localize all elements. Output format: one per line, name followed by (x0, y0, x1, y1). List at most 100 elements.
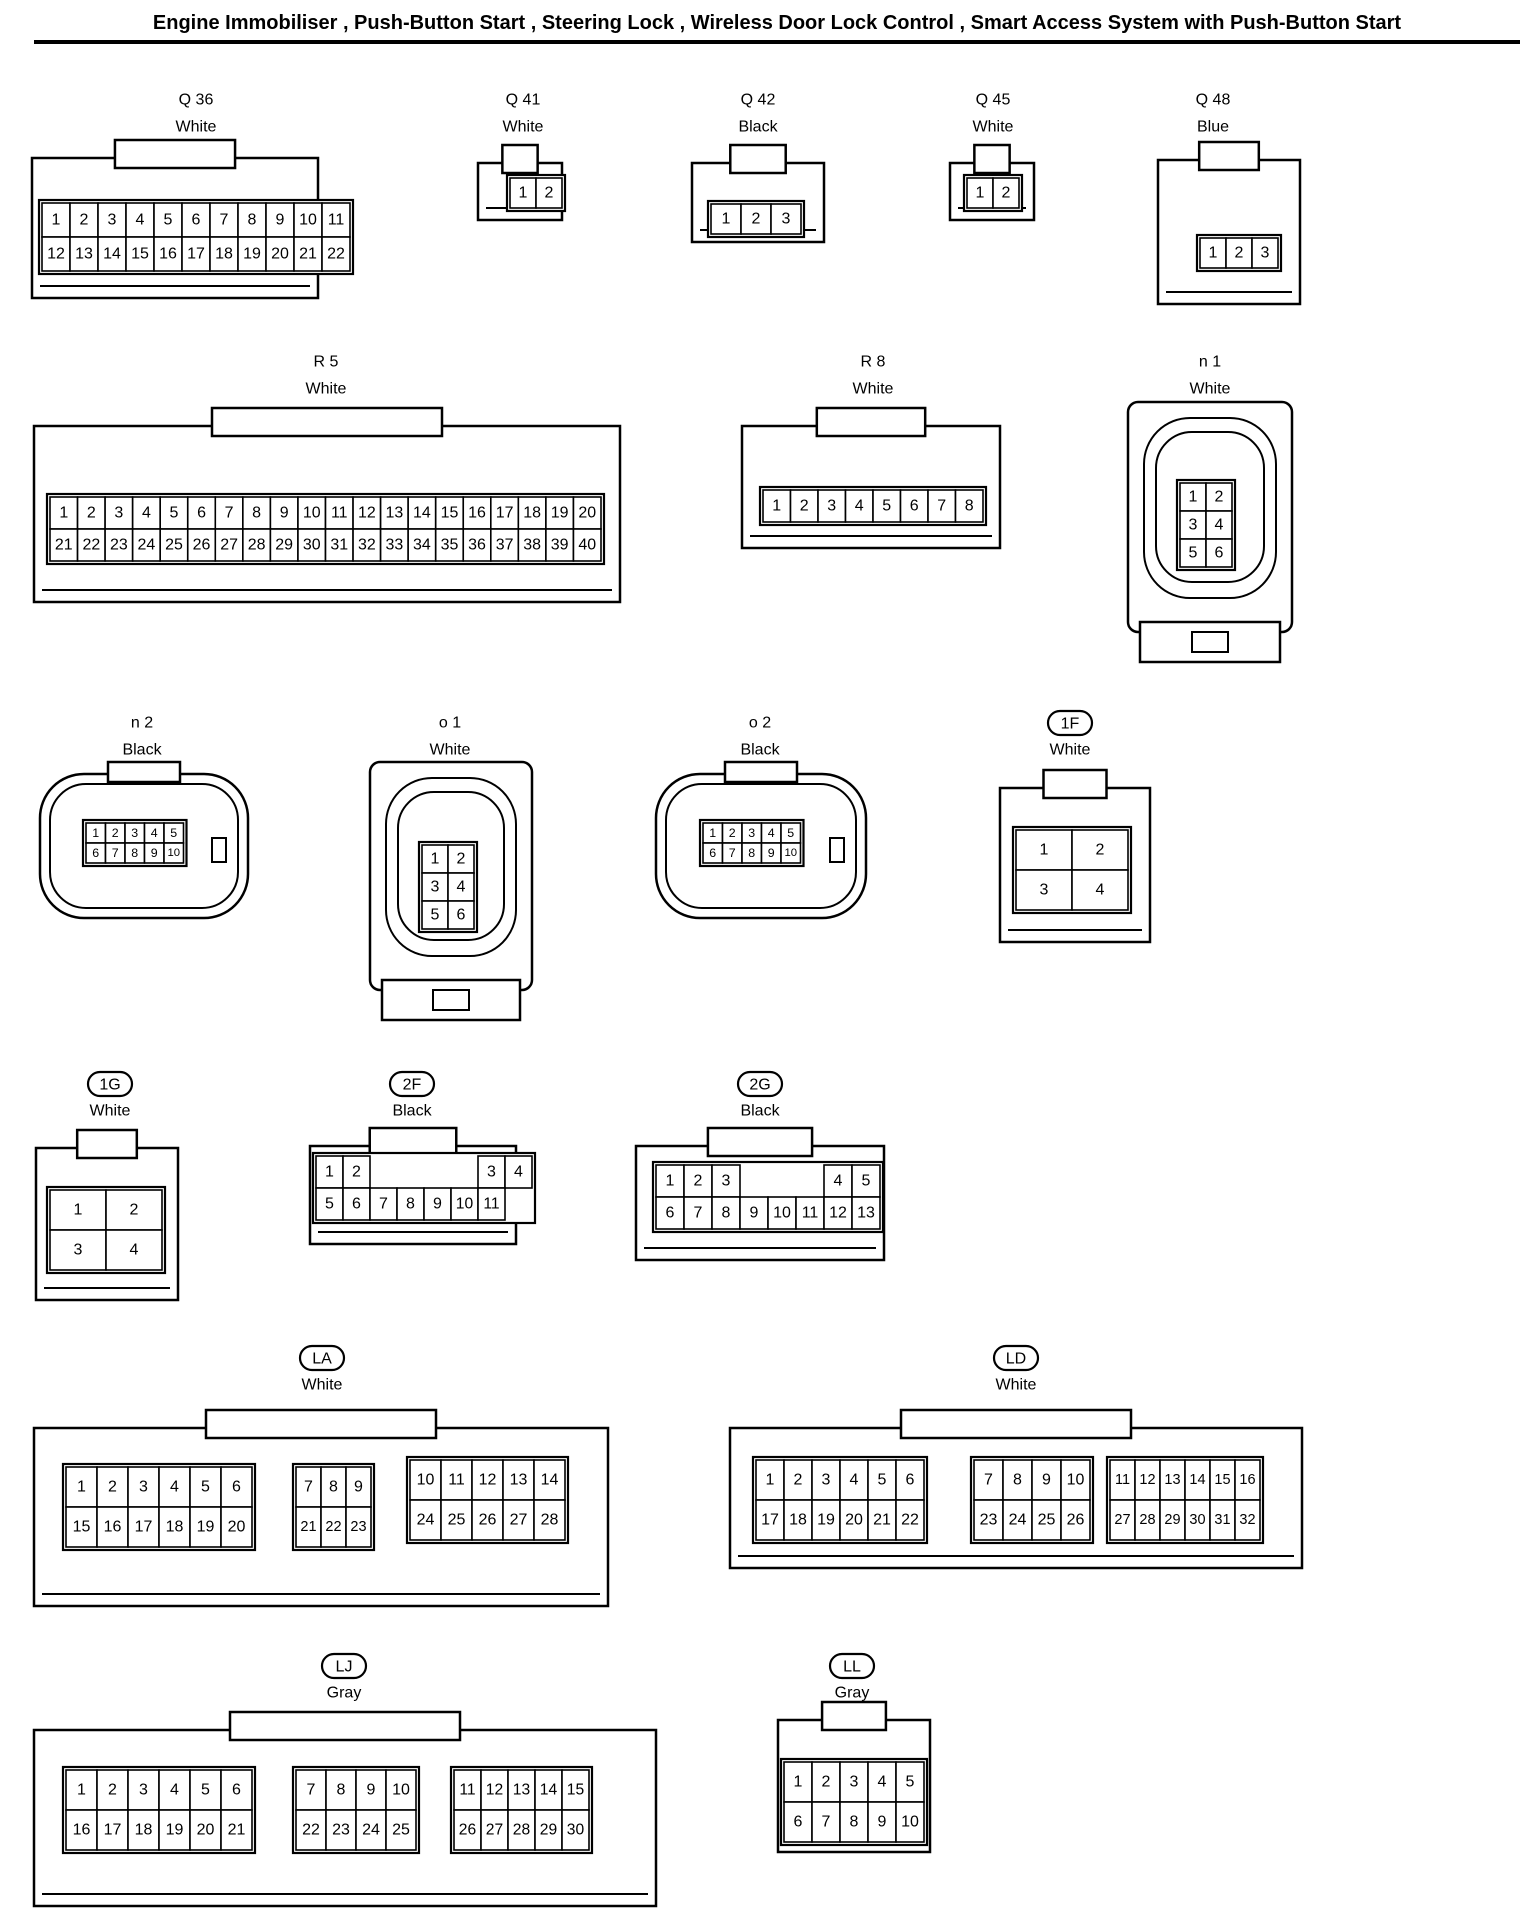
pin-number: 3 (114, 505, 123, 522)
pin-cell (325, 1809, 357, 1851)
pin-number: 2 (352, 1164, 361, 1181)
pin-number: 11 (448, 1472, 465, 1489)
pin-number: 23 (980, 1512, 998, 1529)
pin-cell (973, 1499, 1004, 1541)
connector-latch (368, 1126, 458, 1158)
pin-cell (409, 1499, 442, 1541)
pin-number: 39 (551, 537, 569, 554)
pin-number: 9 (354, 1479, 363, 1496)
pin-number: 13 (513, 1782, 531, 1799)
pin-number: 1 (976, 185, 985, 202)
connector-color: Gray (835, 1685, 870, 1702)
pin-number: 22 (302, 1822, 320, 1839)
pin-number: 16 (1239, 1472, 1255, 1488)
pin-number: 17 (187, 246, 205, 263)
connector-label-badge (388, 1070, 436, 1098)
pin-number: 8 (748, 846, 755, 860)
pin-cell (131, 496, 161, 530)
pin-cell (783, 1801, 813, 1843)
pin-cell (407, 528, 437, 562)
pin-cell (533, 1459, 566, 1501)
pin-cell (755, 1459, 785, 1501)
pin-number: 14 (413, 505, 431, 522)
pin-cell (780, 842, 802, 864)
pin-cell (533, 1499, 566, 1541)
pin-cell (49, 528, 79, 562)
pin-number: 10 (901, 1814, 919, 1831)
pin-number: 23 (332, 1822, 350, 1839)
pin-cell (186, 496, 217, 530)
pin-number: 4 (1215, 517, 1224, 534)
pin-number: 16 (73, 1822, 91, 1839)
connector-label-badge (298, 1344, 346, 1372)
pin-cell (295, 1466, 322, 1508)
pin-cell (1002, 1499, 1033, 1541)
pin-number: 7 (694, 1205, 703, 1222)
connector-label: R 5 (314, 354, 339, 371)
connector-body (1156, 158, 1302, 306)
connector-label: R 8 (861, 354, 886, 371)
connector-latch (113, 138, 237, 170)
pin-cell (355, 1809, 387, 1851)
pin-number: 9 (151, 846, 158, 860)
pin-number: 6 (352, 1196, 361, 1213)
pin-number: 6 (232, 1782, 241, 1799)
pin-number: 7 (112, 846, 119, 860)
pin-number: 2 (794, 1472, 803, 1489)
pin-number: 12 (358, 505, 376, 522)
pin-cell (462, 528, 492, 562)
connector-label: LA (312, 1351, 332, 1368)
pin-number: 10 (773, 1205, 791, 1222)
pin-cell (899, 489, 929, 523)
pin-number: 6 (794, 1814, 803, 1831)
pin-number: 15 (567, 1782, 585, 1799)
pin-cell (65, 1466, 98, 1508)
pin-number: 29 (540, 1822, 557, 1839)
pin-cell (811, 1761, 841, 1803)
pin-number: 11 (483, 1196, 499, 1213)
pin-cell (220, 1769, 253, 1811)
pin-cell (65, 1809, 98, 1851)
pin-number: 1 (59, 505, 68, 522)
pin-number: 9 (367, 1782, 376, 1799)
pin-number: 11 (328, 212, 345, 229)
pin-number: 18 (523, 505, 541, 522)
pin-cell (421, 900, 449, 930)
pin-number: 14 (103, 246, 121, 263)
pin-number: 34 (413, 537, 431, 554)
connector-label: o 2 (749, 715, 771, 732)
pin-cell (315, 1155, 344, 1189)
pin-number: 28 (1139, 1512, 1155, 1528)
pin-number: 20 (845, 1512, 863, 1529)
pin-cell (572, 528, 602, 562)
pin-cell (69, 236, 99, 272)
connector-latch (706, 1126, 814, 1158)
pin-cell (1209, 1459, 1236, 1501)
pin-cell (434, 496, 465, 530)
connector-key (829, 837, 845, 863)
connector-label: LJ (336, 1659, 353, 1676)
pin-cell (502, 1499, 535, 1541)
connector-color: White (176, 119, 217, 136)
pin-number: 3 (782, 211, 791, 228)
pin-number: 13 (1164, 1472, 1180, 1488)
connector-foot (1138, 620, 1282, 664)
pin-number: 1 (1040, 842, 1049, 859)
pin-cell (220, 1466, 253, 1508)
connector-latch (723, 760, 799, 784)
pin-number: 10 (303, 505, 321, 522)
pin-cell (954, 489, 984, 523)
pin-number: 21 (873, 1512, 891, 1529)
pin-number: 8 (850, 1814, 859, 1831)
connector-color: Black (740, 742, 780, 759)
connector-latch (204, 1408, 438, 1440)
pin-cell (104, 496, 134, 530)
pin-number: 22 (82, 537, 100, 554)
pin-cell (1031, 1499, 1062, 1541)
